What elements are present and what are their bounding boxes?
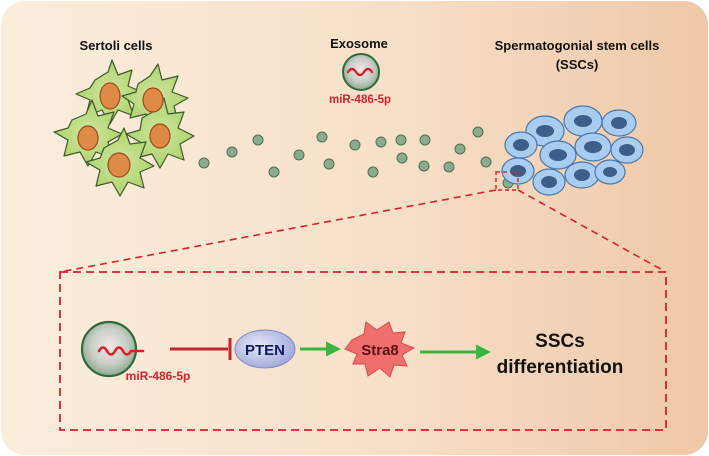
- exosome-dot: [293, 149, 305, 161]
- mirna-strand: [97, 346, 145, 356]
- outcome-label-line1: SSCs: [535, 331, 585, 352]
- mirna-label-top: miR-486-5p: [329, 94, 391, 106]
- exosome-dot: [472, 126, 484, 138]
- exosome-dot: [418, 160, 430, 172]
- ssc-cluster: [501, 105, 644, 196]
- zoom-source-box: [495, 171, 519, 191]
- exosome-dot: [198, 157, 210, 169]
- exosome-dot: [396, 152, 408, 164]
- exosome-vesicle: [342, 53, 380, 91]
- ssc-cell: [532, 168, 566, 196]
- exosome-dot: [480, 156, 492, 168]
- pathway-box: [59, 271, 667, 431]
- exosome-trail: [198, 126, 514, 189]
- exosome-dot: [419, 134, 431, 146]
- ssc-cell: [610, 136, 644, 164]
- exosome-dot: [226, 146, 238, 158]
- zoom-line-right: [517, 189, 667, 273]
- ssc-cell: [601, 109, 637, 137]
- sertoli-cells-cluster: [53, 59, 195, 197]
- sertoli-nucleus: [149, 123, 171, 149]
- pten-label: PTEN: [245, 342, 285, 359]
- exosome-dot: [268, 166, 280, 178]
- zoom-line-left: [59, 189, 497, 273]
- sertoli-nucleus: [142, 87, 164, 113]
- exosome-bottom: [80, 320, 145, 378]
- ssc-label-line2: (SSCs): [556, 57, 599, 72]
- ssc-cell: [594, 159, 626, 185]
- sertoli-nucleus: [99, 82, 121, 110]
- exosome-dot: [323, 158, 335, 170]
- exosome-dot: [367, 166, 379, 178]
- ssc-cell: [574, 132, 612, 162]
- exosome-dot: [252, 134, 264, 146]
- pten-node: [234, 329, 296, 369]
- sertoli-nucleus: [77, 125, 99, 151]
- stra8-label: Stra8: [361, 342, 399, 359]
- outcome-label-line2: differentiation: [497, 357, 624, 378]
- ssc-cell: [501, 157, 535, 185]
- ssc-cell: [539, 140, 577, 170]
- sertoli-nucleus: [107, 152, 131, 178]
- stra8-node: [344, 321, 416, 378]
- exosome-dot: [316, 131, 328, 143]
- ssc-label-line1: Spermatogonial stem cells: [495, 38, 660, 53]
- exosome-label: Exosome: [330, 36, 388, 51]
- exosome-dot: [395, 134, 407, 146]
- ssc-cell: [564, 161, 600, 189]
- exosome-vesicle: [80, 320, 138, 378]
- mirna-strand: [346, 67, 374, 77]
- mirna-label-bottom: miR-486-5p: [126, 369, 191, 383]
- ssc-cell: [504, 131, 538, 159]
- exosome-dot: [443, 161, 455, 173]
- exosome-dot: [454, 143, 466, 155]
- sertoli-cells-label: Sertoli cells: [80, 38, 153, 53]
- exosome-top: [342, 53, 380, 91]
- exosome-dot: [375, 136, 387, 148]
- ssc-cell: [563, 105, 603, 137]
- exosome-dot: [349, 139, 361, 151]
